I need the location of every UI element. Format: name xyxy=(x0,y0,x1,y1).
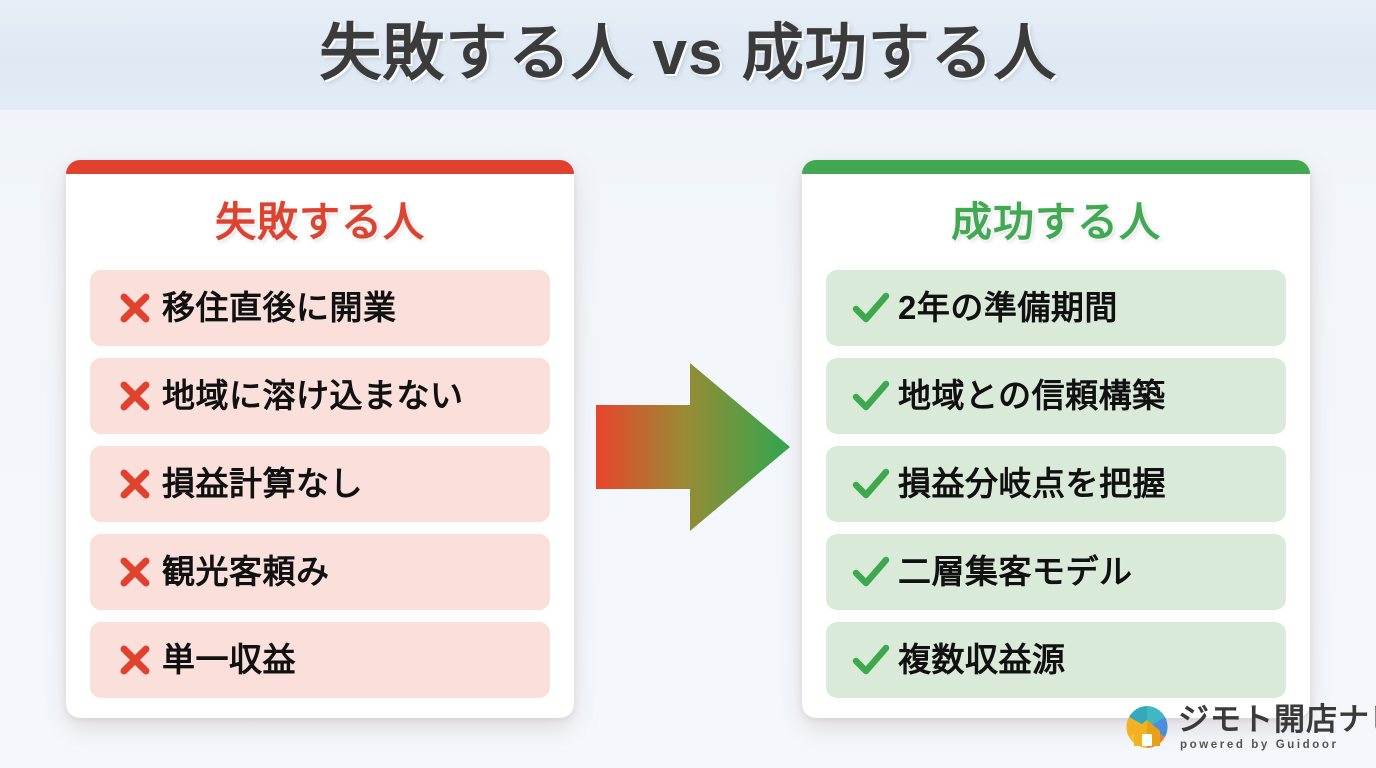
brand-logo-tagline: powered by Guidoor xyxy=(1180,739,1339,751)
brand-logo[interactable]: ジモト開店ナビ powered by Guidoor xyxy=(1124,694,1376,760)
success-card-title: 成功する人 xyxy=(951,199,1161,245)
list-item[interactable]: 損益計算なし xyxy=(90,446,550,522)
right-arrow-icon xyxy=(594,357,794,537)
list-item-label: 損益分岐点を把握 xyxy=(898,465,1166,502)
cross-icon xyxy=(108,291,162,325)
list-item[interactable]: 地域との信頼構築 xyxy=(826,358,1286,434)
list-item-label: 地域に溶け込まない xyxy=(162,377,464,414)
list-item[interactable]: 2年の準備期間 xyxy=(826,270,1286,346)
success-item-list: 2年の準備期間 地域との信頼構築 損益分岐点を把握 xyxy=(826,270,1286,698)
success-card-accent-bar xyxy=(802,160,1310,174)
cross-icon xyxy=(108,643,162,677)
list-item[interactable]: 損益分岐点を把握 xyxy=(826,446,1286,522)
cross-icon xyxy=(108,555,162,589)
check-icon xyxy=(844,555,898,589)
check-icon xyxy=(844,291,898,325)
check-icon xyxy=(844,643,898,677)
list-item[interactable]: 地域に溶け込まない xyxy=(90,358,550,434)
list-item-label: 移住直後に開業 xyxy=(162,289,397,326)
list-item[interactable]: 複数収益源 xyxy=(826,622,1286,698)
brand-logo-text: ジモト開店ナビ powered by Guidoor xyxy=(1178,701,1376,753)
fail-card: 失敗する人 移住直後に開業 xyxy=(66,160,574,718)
success-card: 成功する人 2年の準備期間 地域との信頼構築 xyxy=(802,160,1310,718)
page-title: 失敗する人 vs 成功する人 xyxy=(319,19,1057,88)
list-item-label: 観光客頼み xyxy=(162,553,330,590)
fail-item-list: 移住直後に開業 地域に溶け込まない xyxy=(90,270,550,698)
cross-icon xyxy=(108,379,162,413)
fail-card-title: 失敗する人 xyxy=(215,199,425,245)
list-item-label: 損益計算なし xyxy=(162,465,363,502)
list-item[interactable]: 二層集客モデル xyxy=(826,534,1286,610)
brand-logo-name: ジモト開店ナビ xyxy=(1178,702,1376,737)
list-item-label: 地域との信頼構築 xyxy=(898,377,1166,414)
check-icon xyxy=(844,379,898,413)
guidoor-pie-house-icon xyxy=(1124,704,1170,750)
list-item-label: 二層集客モデル xyxy=(898,553,1133,590)
check-icon xyxy=(844,467,898,501)
list-item-label: 複数収益源 xyxy=(898,641,1066,678)
fail-card-accent-bar xyxy=(66,160,574,174)
cross-icon xyxy=(108,467,162,501)
list-item-label: 2年の準備期間 xyxy=(898,289,1118,326)
list-item[interactable]: 観光客頼み xyxy=(90,534,550,610)
header-band xyxy=(0,0,1376,110)
list-item[interactable]: 単一収益 xyxy=(90,622,550,698)
list-item[interactable]: 移住直後に開業 xyxy=(90,270,550,346)
list-item-label: 単一収益 xyxy=(162,641,296,678)
